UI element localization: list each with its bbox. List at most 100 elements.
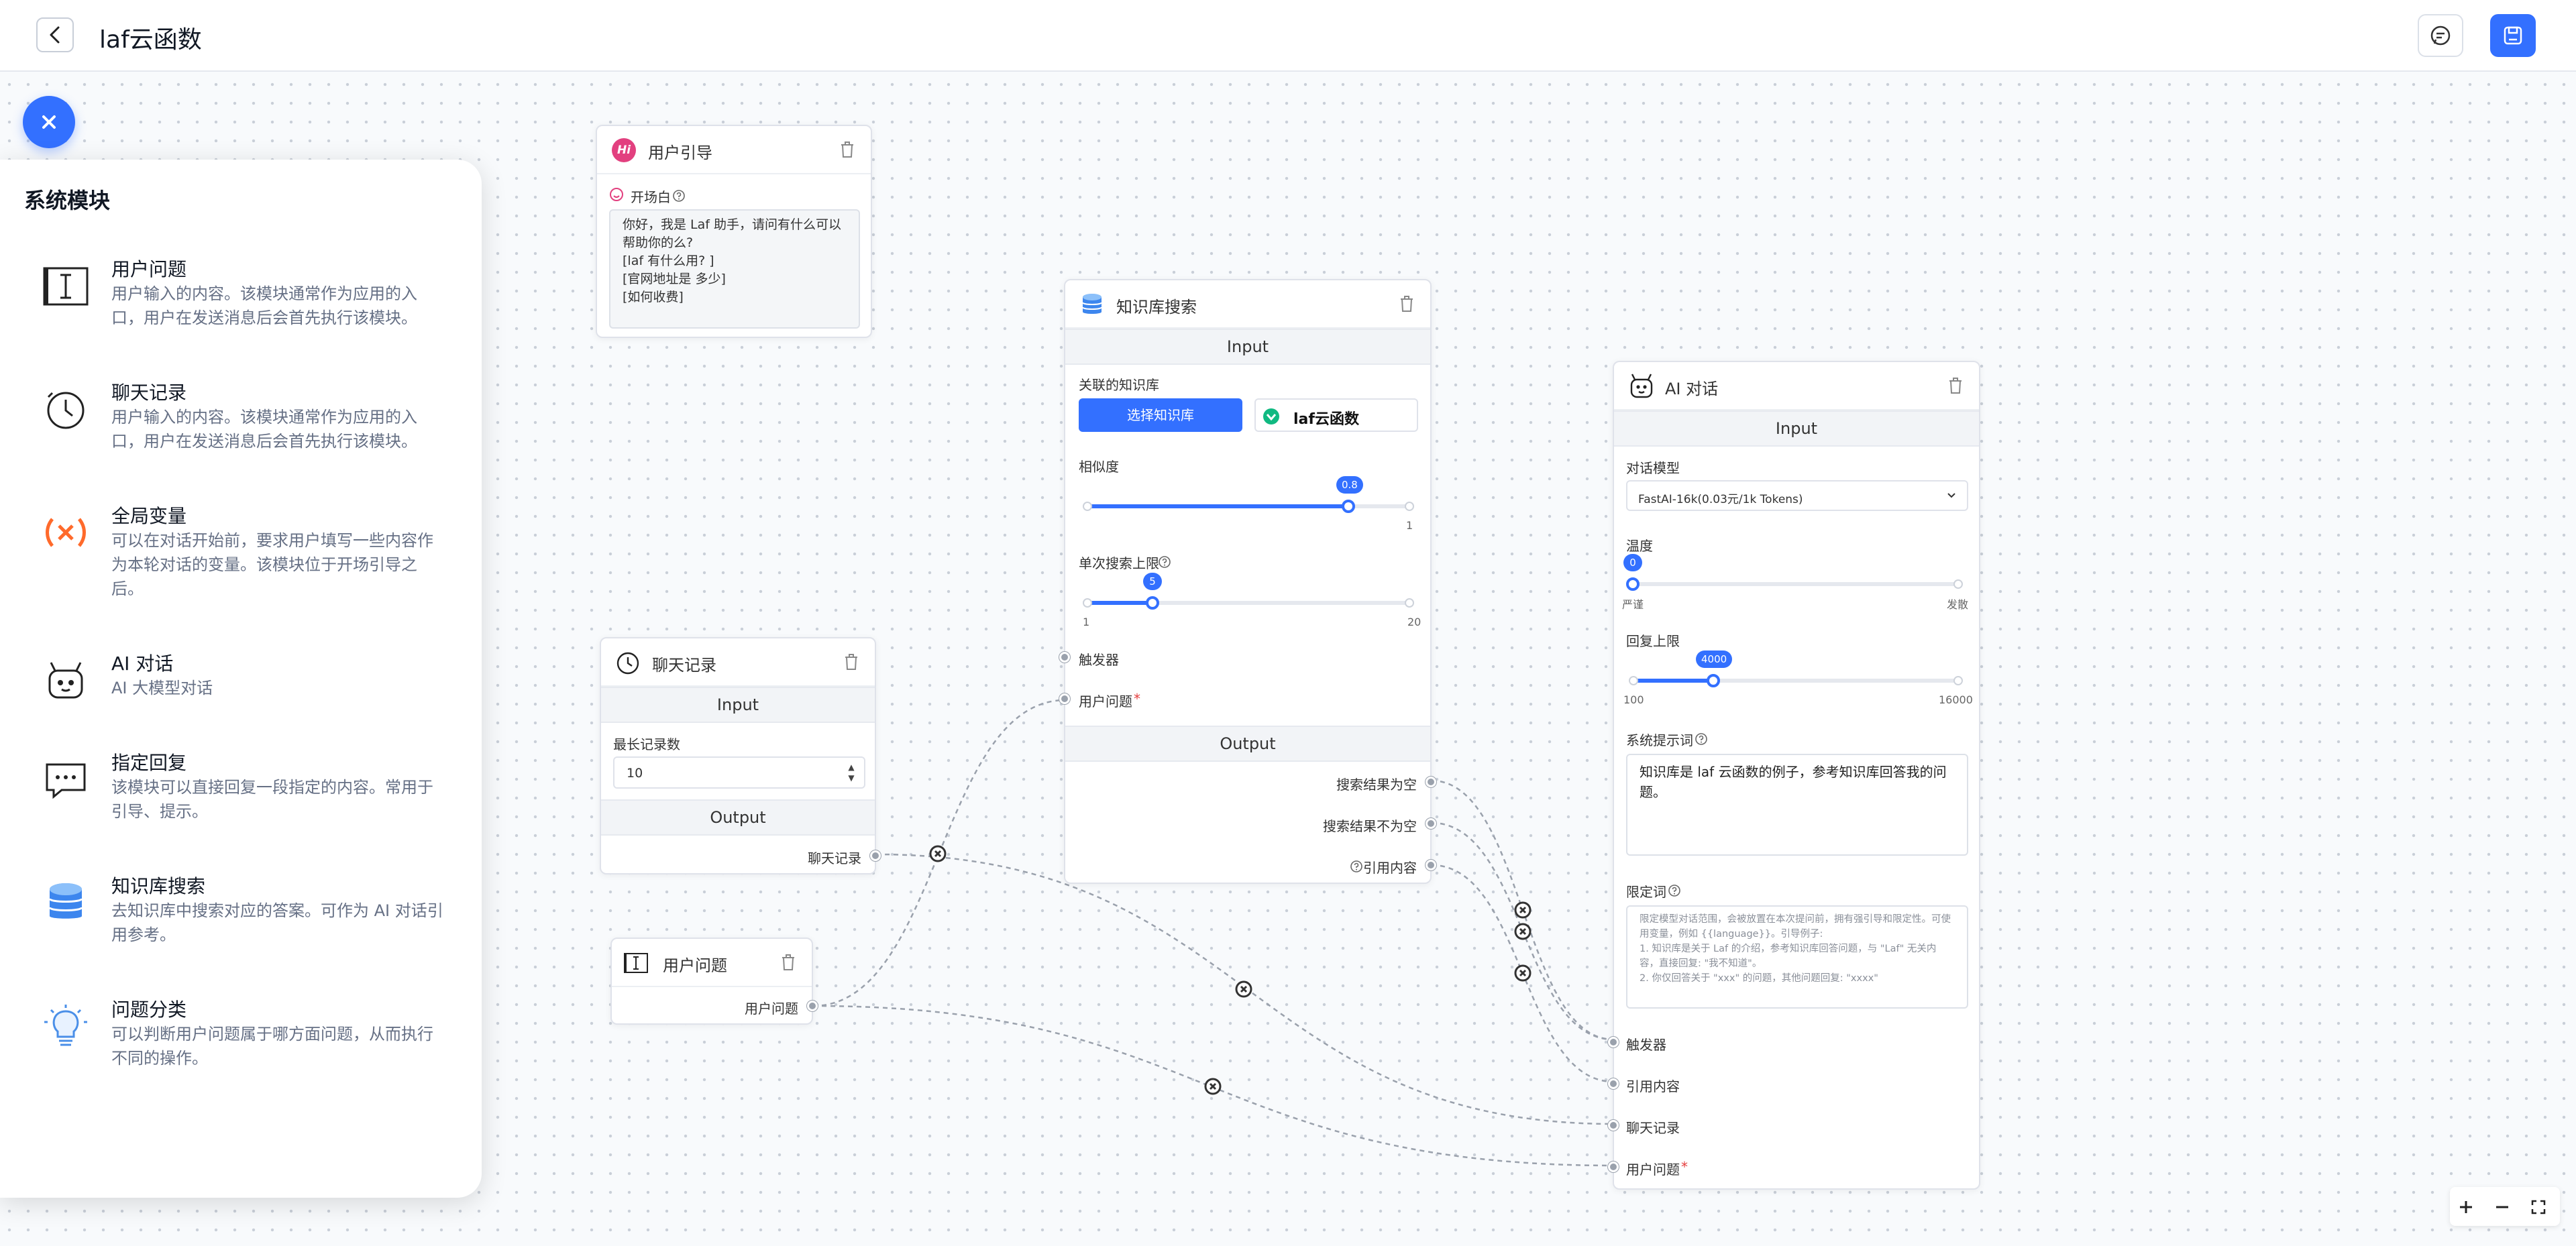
slider-end-dot bbox=[1405, 598, 1414, 608]
save-button[interactable] bbox=[2490, 14, 2536, 57]
temperature-thumb[interactable] bbox=[1626, 577, 1640, 591]
stepper-arrows-icon[interactable]: ▲▼ bbox=[848, 762, 855, 783]
ai-chat-node[interactable]: AI 对话 Input 对话模型 FastAI-16k(0.03元/1k Tok… bbox=[1608, 361, 1980, 1190]
ai-question-handle[interactable] bbox=[1608, 1162, 1619, 1172]
select-kb-button[interactable]: 选择知识库 bbox=[1079, 398, 1242, 432]
zoom-in-icon[interactable] bbox=[2458, 1199, 2474, 1215]
page-title: laf云函数 bbox=[99, 26, 202, 54]
close-panel-button[interactable] bbox=[23, 96, 75, 148]
max-reply-slider[interactable] bbox=[1633, 679, 1959, 683]
trash-icon[interactable] bbox=[844, 653, 859, 671]
search-limit-thumb[interactable] bbox=[1146, 596, 1159, 610]
history-clock-icon bbox=[39, 382, 93, 436]
temperature-label: 温度 bbox=[1626, 538, 1653, 554]
similarity-fill bbox=[1088, 504, 1350, 508]
model-select[interactable]: FastAI-16k(0.03元/1k Tokens) bbox=[1626, 480, 1968, 511]
max-reply-max: 16000 bbox=[1939, 693, 1973, 706]
ai-quote-handle[interactable] bbox=[1608, 1078, 1619, 1089]
edge-remove-icon bbox=[1204, 1078, 1222, 1095]
help-icon bbox=[1350, 860, 1362, 872]
fit-view-icon[interactable] bbox=[2530, 1199, 2546, 1215]
similarity-thumb[interactable] bbox=[1342, 500, 1355, 513]
node-title: 知识库搜索 bbox=[1116, 298, 1197, 317]
output-section-header: Output bbox=[601, 799, 875, 836]
search-limit-min: 1 bbox=[1083, 616, 1090, 628]
robot-icon bbox=[39, 653, 93, 707]
max-records-value: 10 bbox=[627, 766, 643, 781]
limit-words-input[interactable]: 限定模型对话范围，会被放置在本次提问前，拥有强引导和限定性。可使用变量，例如 {… bbox=[1626, 905, 1968, 1009]
out-empty-handle[interactable] bbox=[1426, 777, 1436, 787]
node-header: Hi 用户引导 bbox=[597, 126, 871, 174]
max-reply-label: 回复上限 bbox=[1626, 633, 1680, 649]
limit-words-label: 限定词 bbox=[1626, 884, 1666, 900]
system-modules-panel: 系统模块 用户问题 用户输入的内容。该模块通常作为应用的入口，用户在发送消息后会… bbox=[0, 160, 482, 1198]
question-input-handle[interactable] bbox=[1059, 693, 1070, 704]
chat-test-button[interactable] bbox=[2418, 14, 2463, 57]
max-records-label: 最长记录数 bbox=[613, 736, 680, 752]
chat-history-node[interactable]: 聊天记录 Input 最长记录数 10 ▲▼ Output 聊天记录 bbox=[600, 637, 881, 874]
panel-title: 系统模块 bbox=[24, 188, 111, 213]
kb-search-node[interactable]: 知识库搜索 Input 关联的知识库 选择知识库 laf云函数 相似度 0.8 … bbox=[1059, 279, 1436, 884]
edge-remove-icon bbox=[1235, 980, 1252, 998]
input-section-header: Input bbox=[1614, 410, 1979, 447]
opening-text-input[interactable]: 你好，我是 Laf 助手，请问有什么可以帮助你的么? [laf 有什么用? ] … bbox=[609, 209, 860, 329]
required-mark: * bbox=[1681, 1159, 1688, 1175]
max-reply-thumb[interactable] bbox=[1707, 674, 1720, 687]
system-prompt-input[interactable]: 知识库是 laf 云函数的例子，参考知识库回答我的问题。 bbox=[1626, 754, 1968, 856]
chevron-left-icon bbox=[50, 26, 60, 44]
ai-history-label: 聊天记录 bbox=[1626, 1120, 1680, 1136]
node-title: 用户引导 bbox=[648, 144, 712, 162]
history-out-label: 聊天记录 bbox=[808, 850, 861, 866]
ai-history-handle[interactable] bbox=[1608, 1120, 1619, 1131]
question-out-handle[interactable] bbox=[807, 1001, 818, 1011]
trash-icon[interactable] bbox=[781, 954, 796, 971]
lightbulb-icon bbox=[39, 999, 93, 1053]
database-icon bbox=[1082, 294, 1102, 314]
model-value: FastAI-16k(0.03元/1k Tokens) bbox=[1638, 493, 1803, 506]
kb-chip[interactable]: laf云函数 bbox=[1254, 398, 1418, 432]
user-guide-node[interactable]: Hi 用户引导 开场白 你好，我是 Laf 助手，请问有什么可以帮助你的么? [… bbox=[596, 125, 872, 338]
history-out-handle[interactable] bbox=[870, 850, 881, 861]
out-not-empty-handle[interactable] bbox=[1426, 818, 1436, 829]
search-limit-fill bbox=[1088, 601, 1154, 605]
model-label: 对话模型 bbox=[1626, 460, 1680, 476]
text-cursor-icon bbox=[624, 953, 648, 973]
trigger-input-handle[interactable] bbox=[1059, 652, 1070, 663]
out-quote-handle[interactable] bbox=[1426, 860, 1436, 870]
back-button[interactable] bbox=[36, 17, 74, 52]
edge-remove-icon bbox=[1514, 901, 1532, 919]
ai-question-label: 用户问题 bbox=[1626, 1162, 1680, 1178]
similarity-label: 相似度 bbox=[1079, 459, 1119, 475]
ai-trigger-label: 触发器 bbox=[1626, 1037, 1666, 1053]
node-title: 用户问题 bbox=[663, 956, 727, 975]
trash-icon[interactable] bbox=[1948, 377, 1963, 394]
slider-end-dot bbox=[1953, 579, 1963, 589]
node-header: 用户问题 bbox=[612, 939, 812, 987]
close-icon bbox=[42, 115, 56, 129]
temperature-max-label: 发散 bbox=[1947, 598, 1969, 611]
similarity-max: 1 bbox=[1406, 519, 1413, 532]
output-section-header: Output bbox=[1065, 726, 1430, 762]
ai-trigger-handle[interactable] bbox=[1608, 1037, 1619, 1047]
edge-remove-buttons bbox=[929, 845, 1532, 1095]
trash-icon[interactable] bbox=[1399, 295, 1414, 313]
top-bar: laf云函数 bbox=[0, 0, 2576, 72]
smile-icon bbox=[610, 188, 623, 201]
save-icon bbox=[2504, 26, 2522, 45]
max-records-input[interactable]: 10 ▲▼ bbox=[613, 756, 865, 789]
search-limit-slider[interactable] bbox=[1088, 601, 1413, 605]
kb-name: laf云函数 bbox=[1293, 411, 1359, 428]
chat-reply-icon bbox=[39, 752, 93, 806]
trash-icon[interactable] bbox=[840, 141, 855, 158]
search-limit-max: 20 bbox=[1407, 616, 1421, 628]
search-limit-label: 单次搜索上限 bbox=[1079, 555, 1159, 571]
history-clock-icon bbox=[616, 652, 639, 675]
node-header: 知识库搜索 bbox=[1065, 280, 1430, 329]
temperature-slider[interactable] bbox=[1633, 582, 1959, 586]
zoom-out-icon[interactable] bbox=[2494, 1199, 2510, 1215]
chat-bubble-icon bbox=[2430, 25, 2451, 46]
help-icon bbox=[1159, 556, 1171, 568]
user-question-node[interactable]: 用户问题 用户问题 bbox=[610, 938, 818, 1025]
search-limit-value: 5 bbox=[1143, 573, 1162, 590]
trigger-label: 触发器 bbox=[1079, 652, 1119, 668]
